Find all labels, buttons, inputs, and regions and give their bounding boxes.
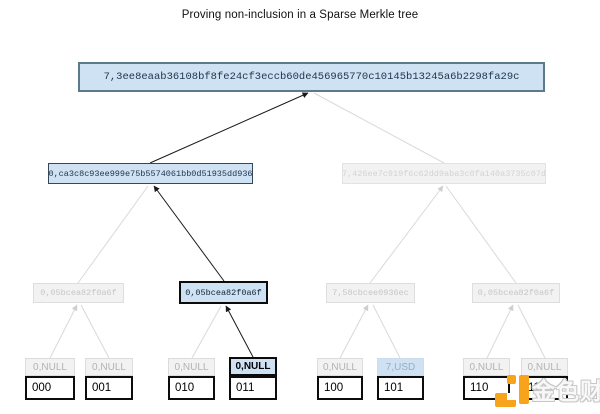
leaf-011: 011: [229, 376, 277, 400]
value-110: 0,NULL: [463, 358, 510, 376]
leaf-001: 001: [85, 376, 133, 400]
node-10: 7,58cbcee0936ec: [326, 283, 415, 303]
value-111: 0,NULL: [521, 358, 568, 376]
node-00: 0,05bcea82f0a6f: [33, 283, 124, 303]
value-010: 0,NULL: [168, 358, 215, 376]
jinse-finance-logo-icon: [495, 375, 529, 407]
watermark-text: 金色财经: [532, 378, 600, 404]
leaf-000: 000: [25, 376, 75, 400]
watermark: 金色财经: [494, 371, 600, 411]
leaf-101: 101: [377, 376, 424, 400]
diagram-title: Proving non-inclusion in a Sparse Merkle…: [181, 9, 419, 21]
value-001: 0,NULL: [85, 358, 133, 376]
node-11: 0,05bcea82f0a6f: [472, 283, 560, 303]
value-011: 0,NULL: [229, 357, 277, 376]
node-01: 0,05bcea82f0a6f: [179, 281, 268, 304]
value-101: 7,USD: [377, 358, 424, 376]
leaf-100: 100: [317, 376, 363, 400]
value-000: 0,NULL: [25, 358, 75, 376]
value-100: 0,NULL: [317, 358, 363, 376]
root-node: 7,3ee8eaab36108bf8fe24cf3eccb60de4569657…: [78, 62, 545, 92]
node-1: 7,426ee7c919f6c62dd9aba3c0fa140a3735c07d: [342, 163, 546, 184]
leaf-010: 010: [168, 376, 215, 400]
node-0: 0,ca3c8c93ee999e75b5574061bb0d51935dd936: [48, 163, 253, 184]
